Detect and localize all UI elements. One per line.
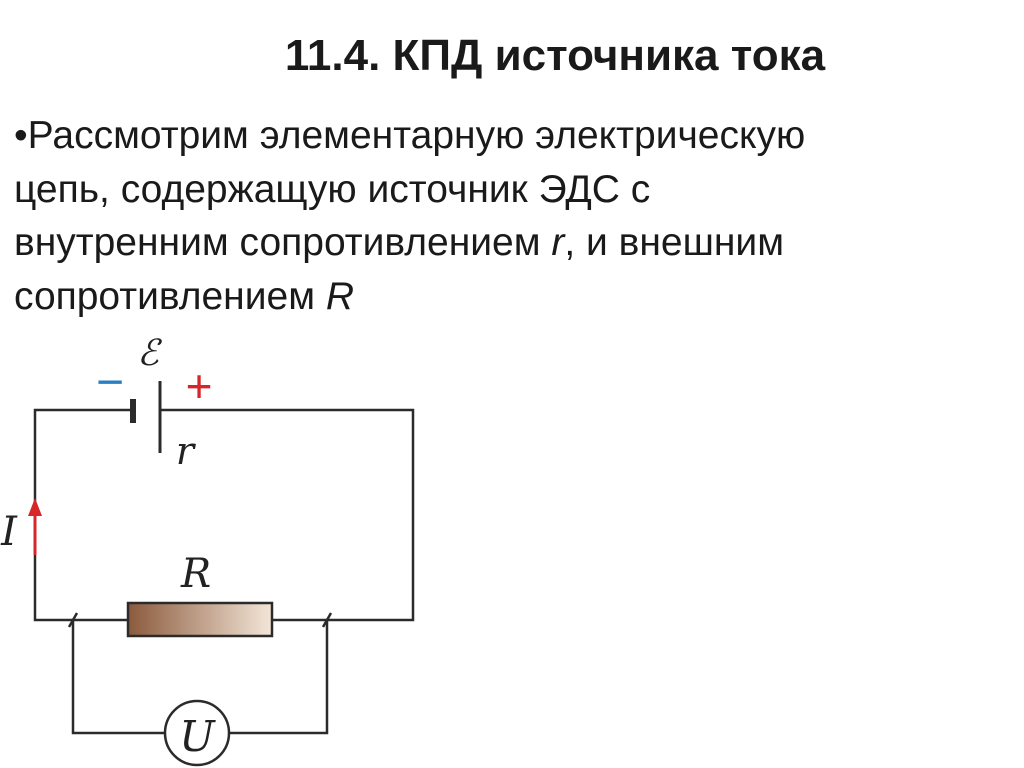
junction-left-mark bbox=[67, 612, 79, 628]
slide-title: 11.4. КПД источника тока bbox=[284, 31, 826, 80]
plus-sign: + bbox=[186, 360, 213, 412]
paragraph-line-2: цепь, содержащую источник ЭДС с bbox=[14, 167, 651, 211]
voltmeter-label: U bbox=[179, 712, 216, 761]
paragraph-line-1-text: Рассмотрим элементарную электрическую bbox=[27, 114, 806, 157]
voltmeter bbox=[163, 699, 231, 767]
paragraph-line-1: •Рассмотрим элементарную электрическую bbox=[14, 109, 994, 163]
current-arrow bbox=[28, 498, 42, 555]
wire-top-right bbox=[160, 408, 415, 622]
junction-right-mark bbox=[321, 612, 333, 628]
current-label: I bbox=[0, 509, 18, 555]
paragraph-line-3-pre: внутренним сопротивлением bbox=[14, 221, 552, 264]
resistor-R bbox=[126, 601, 274, 638]
paragraph-line-3: внутренним сопротивлением r, и внешним bbox=[14, 216, 994, 270]
wire-voltmeter-right bbox=[227, 618, 329, 735]
emf-label: ℰ bbox=[137, 333, 162, 374]
wire-voltmeter-left bbox=[71, 618, 167, 735]
bullet-paragraph: •Рассмотрим элементарную электрическую ц… bbox=[14, 109, 994, 323]
paragraph-line-4-pre: сопротивлением bbox=[14, 274, 326, 318]
var-r-text: r bbox=[551, 221, 565, 264]
var-R-text: R bbox=[325, 274, 355, 318]
resistor-label: R bbox=[180, 551, 211, 597]
bullet-marker: • bbox=[14, 114, 28, 157]
paragraph-line-3-post: , и внешним bbox=[564, 221, 785, 264]
minus-sign: − bbox=[96, 356, 124, 409]
internal-resistance-label: r bbox=[176, 429, 197, 473]
wire-top-left bbox=[33, 408, 135, 622]
paragraph-line-4: сопротивлением R bbox=[14, 270, 994, 324]
